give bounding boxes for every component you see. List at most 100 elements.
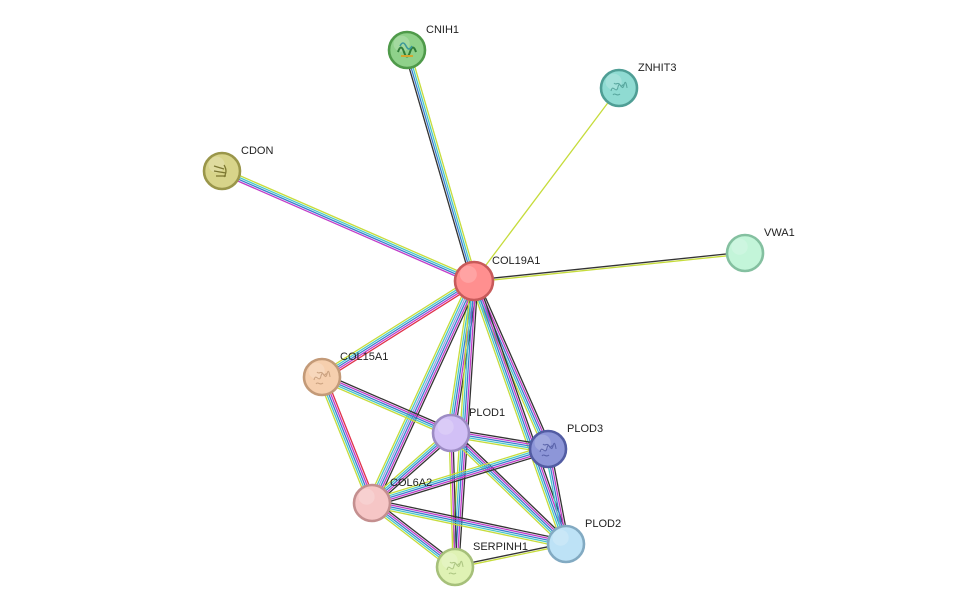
node-highlight <box>605 73 622 90</box>
edge-strand <box>322 374 453 432</box>
node-highlight <box>534 434 551 451</box>
edge-strand <box>471 280 565 546</box>
edge-strand <box>321 376 452 434</box>
node-label: COL15A1 <box>340 351 388 363</box>
node-vwa1[interactable]: VWA1 <box>725 227 795 273</box>
edge-strand <box>473 280 567 545</box>
edge-strand <box>448 432 454 568</box>
edge-strand <box>473 87 620 282</box>
node-label: VWA1 <box>764 227 795 239</box>
node-label: CNIH1 <box>426 24 459 36</box>
edge-strand <box>372 280 476 505</box>
edge-strand <box>375 282 479 506</box>
node-circle <box>725 233 765 273</box>
edge-strand <box>319 379 451 438</box>
edge-strand <box>371 502 567 545</box>
edge-strand <box>476 278 553 449</box>
node-label: PLOD2 <box>585 518 621 530</box>
edge-col19a1-col15a1[interactable] <box>319 277 477 381</box>
edge-strand <box>320 278 474 377</box>
edge-strand <box>451 430 568 544</box>
edge-col15a1-col6a2[interactable] <box>317 374 377 506</box>
edge-strand <box>372 451 550 508</box>
node-highlight <box>552 529 569 546</box>
node-circle <box>352 483 392 523</box>
edge-col19a1-plod2[interactable] <box>469 279 571 546</box>
node-highlight <box>208 156 225 173</box>
edge-strand <box>450 432 567 545</box>
node-label: SERPINH1 <box>473 541 528 553</box>
edge-strand <box>372 498 568 541</box>
node-highlight <box>441 552 458 569</box>
node-cnih1[interactable]: CNIH1 <box>387 24 459 70</box>
node-serpinh1[interactable]: SERPINH1 <box>435 541 528 587</box>
node-col6a2[interactable]: COL6A2 <box>352 477 432 523</box>
edge-strand <box>370 279 474 504</box>
node-circle <box>453 260 495 302</box>
node-cdon[interactable]: CDON <box>202 145 273 191</box>
edge-col15a1-plod1[interactable] <box>319 372 454 438</box>
protein-structure-icon <box>213 164 227 178</box>
edge-plod1-plod2[interactable] <box>447 429 570 548</box>
edge-strand <box>321 280 475 378</box>
node-col19a1[interactable]: COL19A1 <box>453 255 540 302</box>
edge-strand <box>407 49 476 282</box>
edge-strand <box>322 281 476 380</box>
edge-strand <box>370 504 567 547</box>
edge-strand <box>473 253 746 283</box>
edge-strand <box>405 49 474 282</box>
edge-strand <box>368 279 473 503</box>
protein-structure-icon <box>313 370 331 385</box>
edge-strand <box>322 372 454 431</box>
node-circle <box>435 547 475 587</box>
edge-strand <box>321 376 373 504</box>
node-circle <box>302 357 342 397</box>
protein-structure-icon <box>397 42 417 58</box>
node-label: ZNHIT3 <box>638 62 677 74</box>
edge-strand <box>450 432 456 568</box>
node-col15a1[interactable]: COL15A1 <box>302 351 388 397</box>
node-label: CDON <box>241 145 273 157</box>
edge-col6a2-plod2[interactable] <box>370 498 568 549</box>
edge-strand <box>324 374 377 503</box>
edge-plod3-col6a2[interactable] <box>370 444 550 508</box>
node-circle <box>202 151 242 191</box>
edge-strand <box>323 375 375 503</box>
edge-strand <box>449 433 566 547</box>
edge-strand <box>220 171 475 283</box>
edges-layer <box>220 48 746 571</box>
edge-strand <box>320 378 451 436</box>
node-circle <box>528 429 568 469</box>
node-plod3[interactable]: PLOD3 <box>528 423 603 469</box>
edge-strand <box>317 377 370 506</box>
edge-strand <box>222 167 476 280</box>
edge-strand <box>371 450 550 506</box>
protein-structure-icon <box>446 560 464 575</box>
node-circle <box>431 413 471 453</box>
edge-col19a1-cdon[interactable] <box>220 167 476 285</box>
node-plod2[interactable]: PLOD2 <box>546 518 621 564</box>
node-highlight <box>437 418 454 435</box>
protein-structure-icon <box>539 442 557 457</box>
edge-strand <box>373 281 478 505</box>
edge-col19a1-col6a2[interactable] <box>367 278 479 506</box>
node-znhit3[interactable]: ZNHIT3 <box>599 62 677 108</box>
edge-strand <box>473 251 746 281</box>
edge-strand <box>221 169 476 281</box>
edge-strand <box>371 448 549 504</box>
edge-strand <box>475 279 569 545</box>
edge-col19a1-znhit3[interactable] <box>473 87 620 282</box>
edge-strand <box>452 429 570 542</box>
edge-col19a1-cnih1[interactable] <box>403 48 478 283</box>
node-highlight <box>731 238 748 255</box>
edge-plod1-serpinh1[interactable] <box>448 432 458 568</box>
node-circle <box>546 524 586 564</box>
node-plod1[interactable]: PLOD1 <box>431 407 505 453</box>
edge-strand <box>371 500 568 543</box>
node-label: PLOD1 <box>469 407 505 419</box>
edge-strand <box>370 446 549 502</box>
edge-strand <box>319 377 371 505</box>
edge-col19a1-vwa1[interactable] <box>473 251 746 283</box>
